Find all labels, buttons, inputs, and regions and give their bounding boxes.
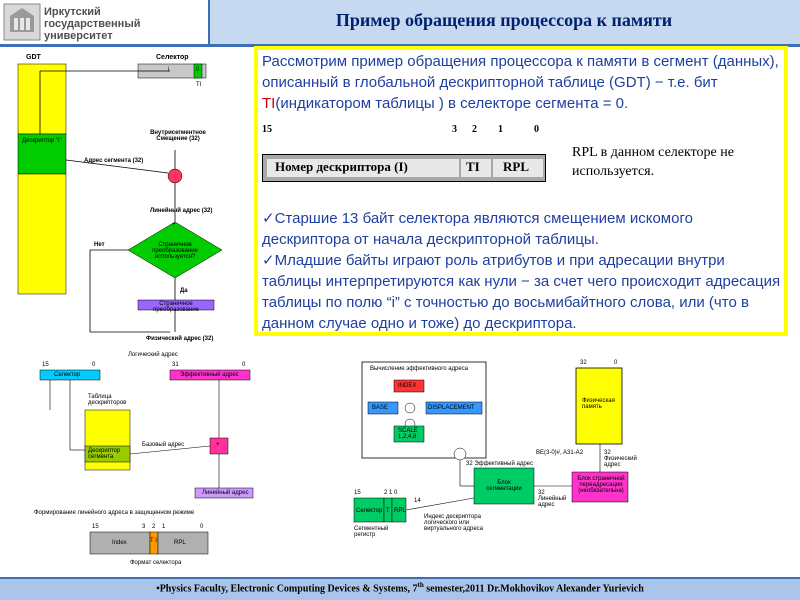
d2-ti: T I <box>150 538 157 544</box>
d2-row-bit3: 3 <box>142 524 146 530</box>
bit-3: 3 <box>452 124 457 135</box>
ti-field: TI <box>466 159 480 174</box>
page-conversion-label: Страничное преобразование <box>153 301 199 313</box>
d3-selector: Селектор <box>356 508 383 514</box>
bit-2: 2 <box>472 124 477 135</box>
d2-descriptor: Дескриптор сегмента <box>88 448 121 460</box>
segment-register-label: Сегментный регистр <box>354 526 389 538</box>
explanation-panel <box>254 46 788 336</box>
bullet-marker-icon: ✓ <box>262 210 275 227</box>
eff-title: Вычисление эффективного адреса <box>370 366 469 372</box>
d2-base: Базовый адрес <box>142 442 185 448</box>
d2-bit0: 0 <box>92 362 96 368</box>
physical-address-out: 32 Физический адрес <box>604 450 637 468</box>
index-register: INDEX <box>398 383 417 389</box>
rpl-note: RPL в данном селекторе не используется. <box>572 145 734 179</box>
d2-caption: Формирование линейного адреса в защищенн… <box>34 510 195 516</box>
d2-plus: + <box>216 442 220 448</box>
d2-bit31: 31 <box>172 362 179 368</box>
intro-paragraph: Рассмотрим пример обращения процессора к… <box>262 53 779 112</box>
descriptor-label: Дескриптор "i" <box>22 138 62 144</box>
university-emblem-icon <box>3 3 41 41</box>
displacement-field: DISPLACEMENT <box>428 405 475 411</box>
adder-plus: + <box>172 222 176 228</box>
d3-bits210: 2 1 0 <box>384 490 398 496</box>
gdt-label: GDT <box>26 54 41 61</box>
linear-address-out: 32 Линейный адрес <box>538 490 567 508</box>
d3-rpl: RPL <box>394 508 406 514</box>
d2-rpl: RPL <box>174 540 186 546</box>
bullet-1: ✓Старшие 13 байт селектора являются смещ… <box>262 210 693 248</box>
d2-offset: Эффективный адрес <box>180 372 239 378</box>
yes-label: Да <box>180 288 188 294</box>
d2-index: Index <box>112 540 127 546</box>
bit-15: 15 <box>262 124 272 135</box>
base-register: BASE <box>372 405 389 411</box>
bit-0: 0 <box>534 124 539 135</box>
d2-row-bit1: 1 <box>162 524 166 530</box>
bullet-marker-icon: ✓ <box>262 252 275 269</box>
rpl-field: RPL <box>503 159 529 174</box>
d2-bit0b: 0 <box>242 362 246 368</box>
linear-address-graphics <box>39 369 254 555</box>
selector-format: 15 3 2 1 0 Номер дескриптора (I) TI RPL <box>262 124 562 190</box>
segmentation-graphics <box>353 361 629 523</box>
physical-memory: Физическая память <box>582 398 615 410</box>
segment-address-label: Адрес сегмента (32) <box>84 158 144 164</box>
d2-table: Таблица дескрипторов <box>88 394 127 406</box>
no-label: Нет <box>94 242 105 248</box>
logical-address-label: Логический адрес <box>128 352 178 358</box>
d2-row-bit15: 15 <box>92 524 99 530</box>
segmentation-diagram: Вычисление эффективного адреса INDEX BAS… <box>340 358 680 558</box>
mem-bit32: 32 <box>580 360 587 366</box>
physical-address-label: Физический адрес (32) <box>146 336 214 342</box>
decision-label: Страничное преобразование используется? <box>152 242 198 260</box>
scale-field: SCALE 1,2,4,8 <box>398 428 418 440</box>
bit-1: 1 <box>498 124 503 135</box>
bullet-2: ✓Младшие байты играют роль атрибутов и п… <box>262 252 781 332</box>
d2-selector: Селектор <box>54 372 81 378</box>
d2-row-bit0: 0 <box>200 524 204 530</box>
logo-line-1: Иркутский <box>44 6 101 18</box>
flowchart: GDT Селектор i 0 TI Дескриптор "i" Внутр… <box>10 50 250 345</box>
segmentation-unit: Блок сегментации <box>486 480 522 492</box>
mem-bit0: 0 <box>614 360 618 366</box>
d2-linear: Линейный адрес <box>202 490 249 496</box>
ti-label: TI <box>196 82 202 88</box>
linear-address-diagram: Логический адрес 15 0 31 0 Селектор Эффе… <box>30 350 280 575</box>
d3-14: 14 <box>414 498 421 504</box>
slide-title: Пример обращения процессора к памяти <box>335 10 673 30</box>
logo-area: Иркутский государственный университет <box>0 0 208 44</box>
d2-bit15: 15 <box>42 362 49 368</box>
selector-label: Селектор <box>156 54 189 61</box>
d3-bit15: 15 <box>354 490 361 496</box>
logo-line-2: государственный университет <box>44 18 141 42</box>
paging-unit: Блок страничной переадресации (необязате… <box>577 476 625 494</box>
selector-ti-bit: 0 <box>196 67 200 73</box>
selector-bar: Номер дескриптора (I) TI RPL <box>262 154 546 182</box>
d2-format: Формат селектора <box>130 560 182 566</box>
offset-label: Внутрисегментное Смещение (32) <box>150 130 206 142</box>
index-note: Индекс дескриптора логического или вирту… <box>424 514 484 532</box>
header-bar <box>208 0 800 44</box>
selector-index: i <box>168 67 170 73</box>
d2-row-bit2: 2 <box>152 524 156 530</box>
header-divider <box>0 44 800 47</box>
footer-bar <box>0 577 800 600</box>
index-field: Номер дескриптора (I) <box>275 159 408 174</box>
d3-t: T <box>386 508 390 514</box>
flowchart-graphics <box>17 63 223 333</box>
effective-address-label: 32 Эффективный адрес <box>466 461 533 467</box>
bus-signals: BE(3-0)#, A31-A2 <box>536 450 584 456</box>
linear-address-label: Линейный адрес (32) <box>150 208 213 214</box>
footer-text: •Physics Faculty, Electronic Computing D… <box>156 581 644 595</box>
